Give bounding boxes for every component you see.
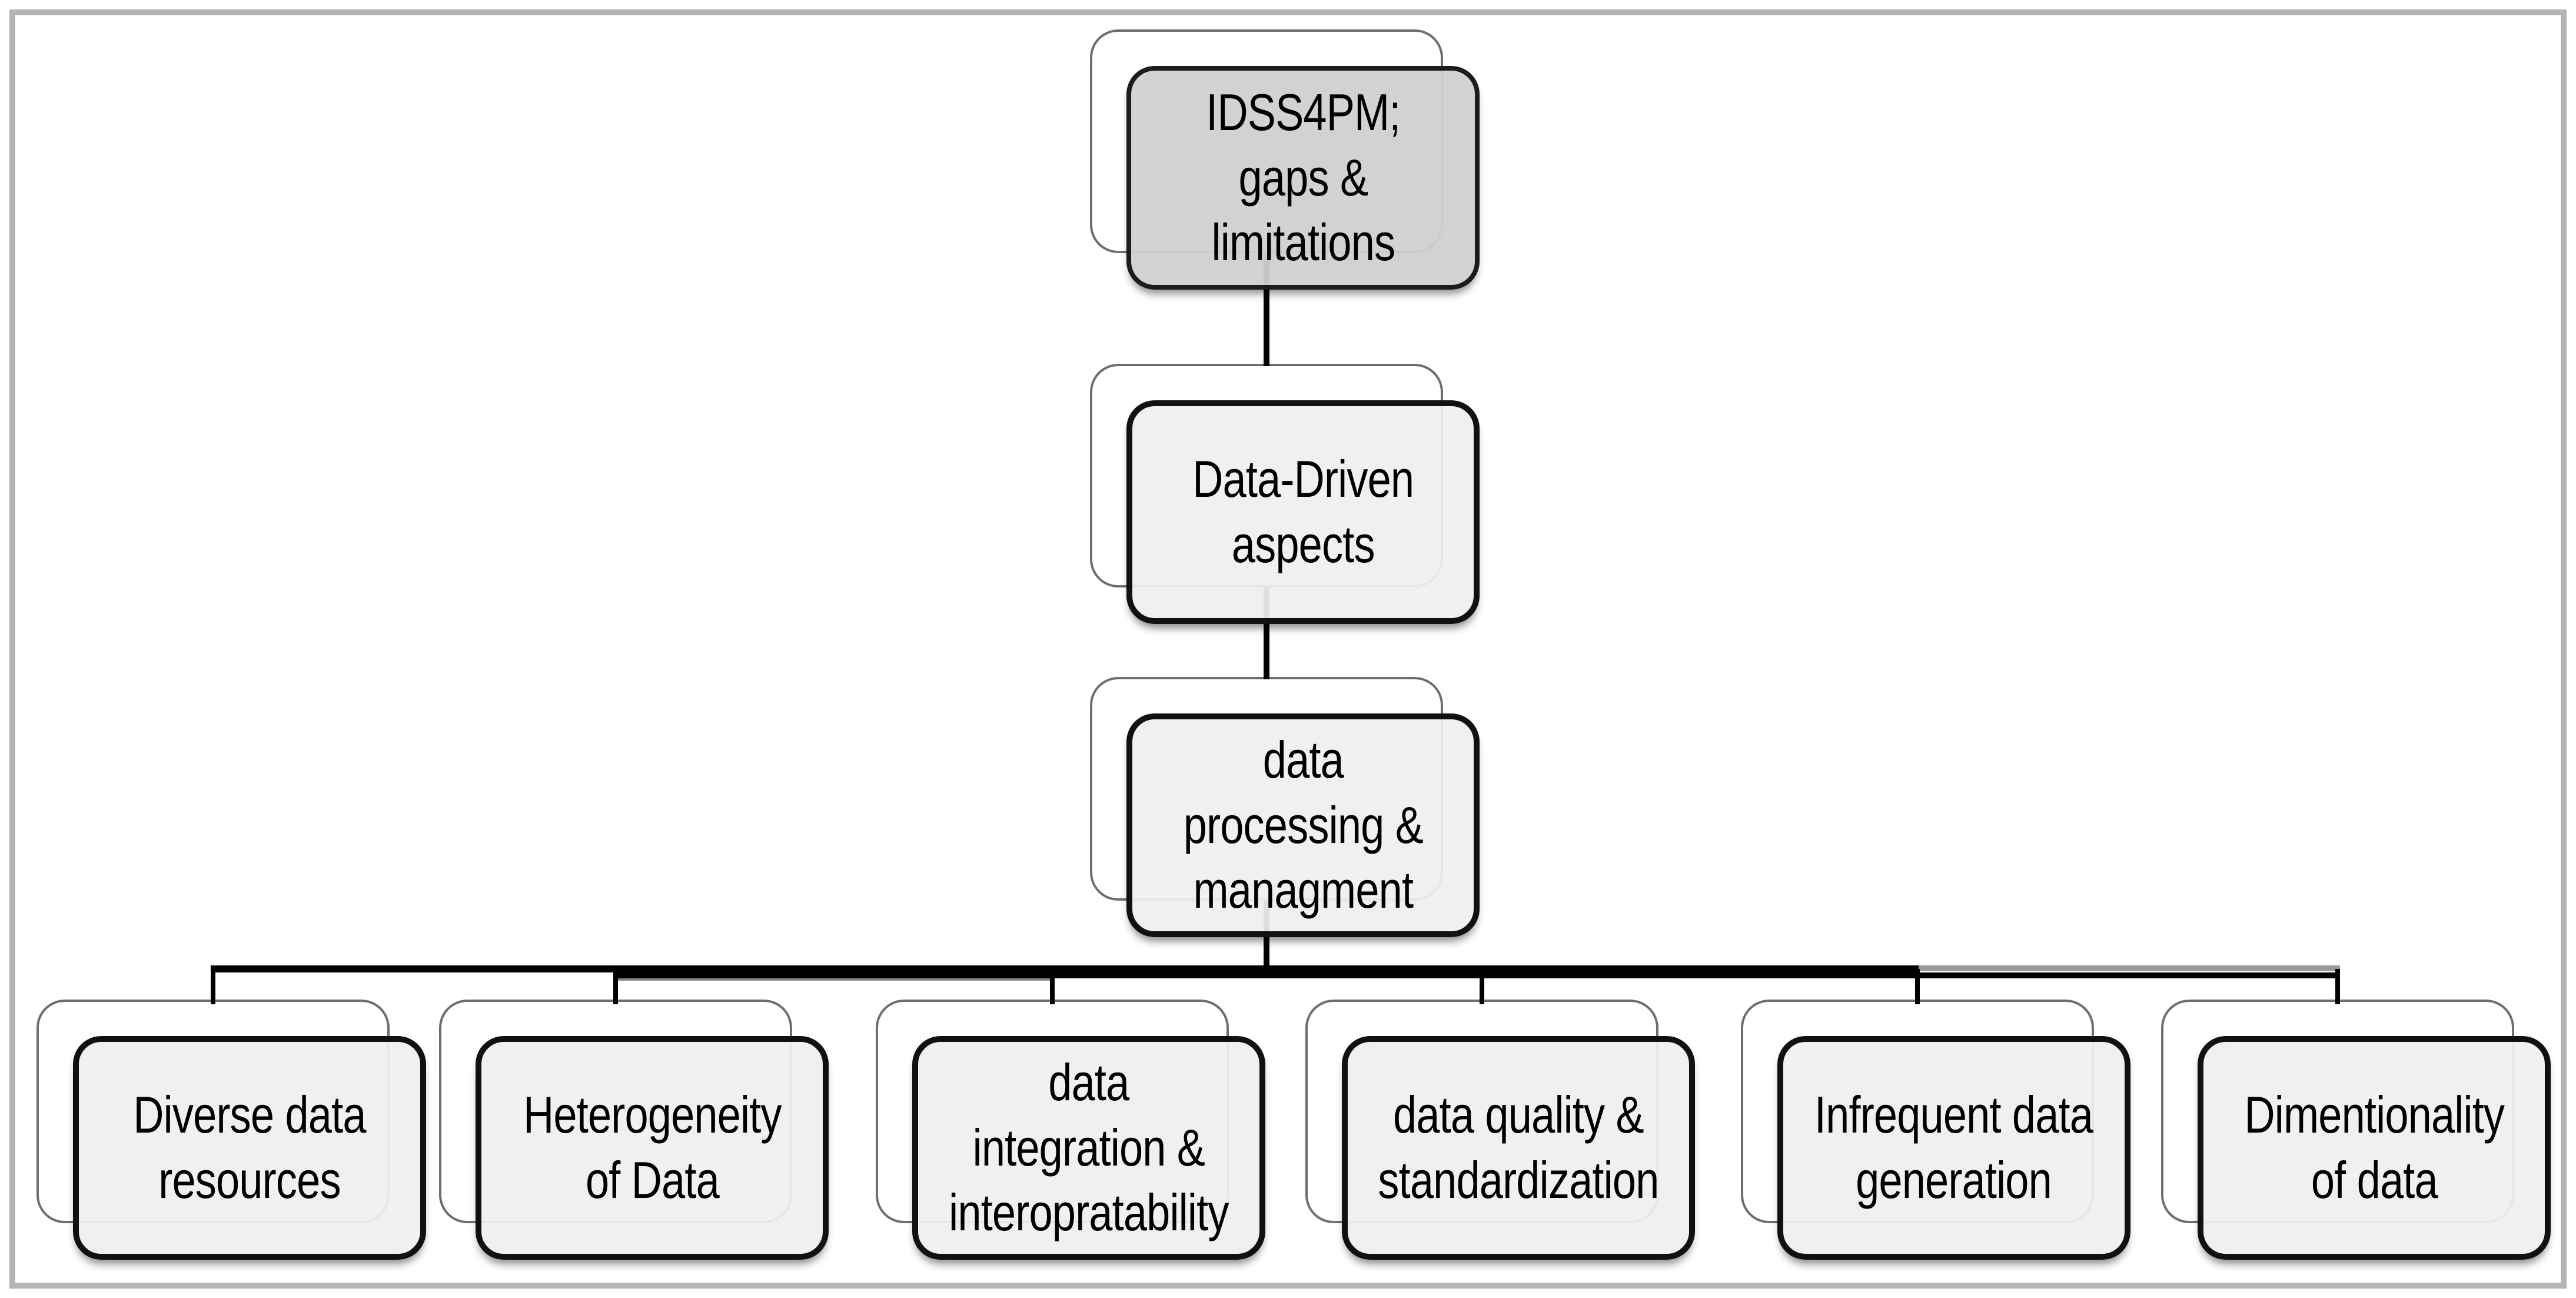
node-child6-label: Dimentionality of data: [2244, 1085, 2505, 1209]
drop-child2: [613, 969, 618, 1004]
bus-line-right-gray: [1919, 965, 2340, 971]
node-root: IDSS4PM; gaps & limitations: [1126, 66, 1480, 290]
drop-child1: [211, 969, 215, 1004]
connector-level3-to-bus: [1264, 901, 1269, 975]
connector-root-to-level2: [1264, 253, 1269, 366]
node-root-label: IDSS4PM; gaps & limitations: [1205, 82, 1401, 272]
bus-line-thin-gray: [616, 978, 1053, 981]
node-child4-label: data quality & standardization: [1378, 1085, 1659, 1209]
node-child3-label: data integration & interopratability: [949, 1053, 1229, 1242]
bus-line-lower: [616, 972, 2340, 978]
node-child2: Heterogeneity of Data: [476, 1036, 829, 1260]
drop-child4: [1480, 969, 1484, 1004]
node-child5: Infrequent data generation: [1777, 1036, 2130, 1260]
node-level2-label: Data-Driven aspects: [1192, 450, 1414, 573]
drop-child3: [1050, 969, 1055, 1004]
node-child6: Dimentionality of data: [2198, 1036, 2551, 1260]
node-level2: Data-Driven aspects: [1126, 400, 1480, 624]
connector-level2-to-level3: [1264, 587, 1269, 679]
node-level3-label: data processing & managment: [1183, 730, 1423, 919]
node-child1-label: Diverse data resources: [133, 1085, 366, 1209]
node-child3: data integration & interopratability: [912, 1036, 1265, 1260]
node-child1: Diverse data resources: [73, 1036, 426, 1260]
drop-child6: [2335, 969, 2340, 1004]
node-child5-label: Infrequent data generation: [1814, 1085, 2093, 1209]
node-level3: data processing & managment: [1126, 713, 1480, 937]
node-child2-label: Heterogeneity of Data: [523, 1085, 782, 1209]
node-child4: data quality & standardization: [1342, 1036, 1695, 1260]
bus-line-left: [211, 965, 1919, 972]
drop-child5: [1915, 969, 1920, 1004]
